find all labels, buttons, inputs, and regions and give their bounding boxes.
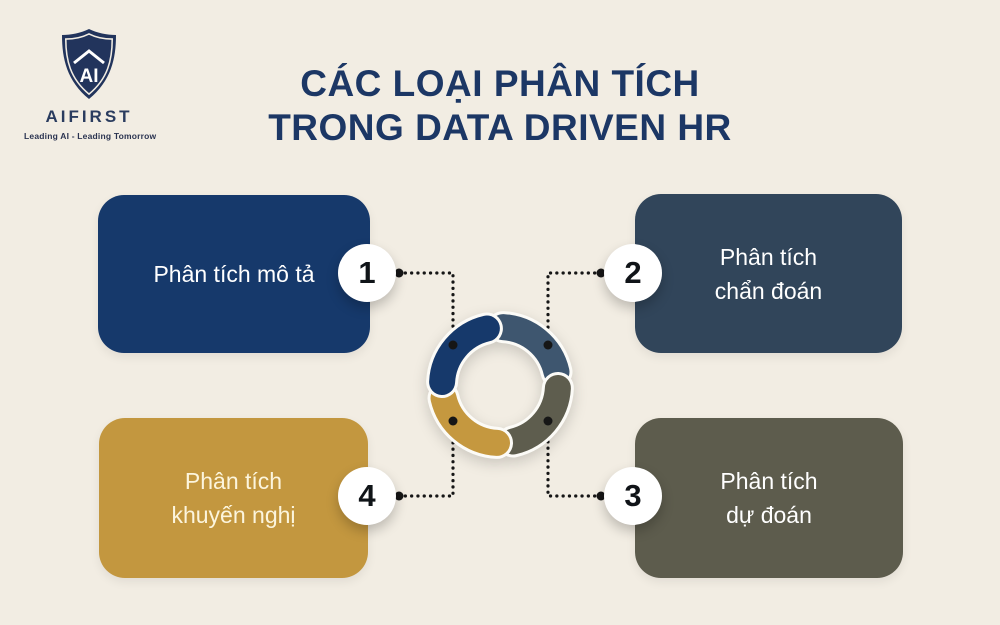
chevron-icon <box>73 49 105 65</box>
segment-anchor-dot-3 <box>543 416 553 426</box>
shield-icon: AI <box>62 29 116 99</box>
segment-anchor-dot-4 <box>448 416 458 426</box>
step-badge-4: 4 <box>338 467 396 525</box>
step-number: 2 <box>624 255 642 290</box>
card-label-line2: chẩn đoán <box>714 277 823 304</box>
donut-chart <box>426 311 574 459</box>
page-title-line2: TRONG DATA DRIVEN HR <box>268 107 732 148</box>
brand-tagline: Leading AI - Leading Tomorrow <box>24 131 157 141</box>
card-label-line1: Phân tích mô tả <box>153 261 315 287</box>
step-badge-2: 2 <box>604 244 662 302</box>
step-number: 4 <box>358 478 376 513</box>
donut-segment-4-outline <box>427 382 513 459</box>
card-prescriptive-analysis: Phân tích khuyến nghị <box>99 418 368 578</box>
donut-segment-4 <box>430 385 510 456</box>
shield-inner-outline <box>65 33 113 96</box>
shield-text: AI <box>80 66 99 87</box>
card-predictive-analysis: Phân tích dự đoán <box>635 418 903 578</box>
donut-segment-2-outline <box>487 311 573 388</box>
connector-4 <box>397 424 455 498</box>
step-number: 3 <box>624 478 642 513</box>
card-label-line2: khuyến nghị <box>171 502 296 528</box>
card-descriptive-analysis: Phân tích mô tả <box>98 195 370 353</box>
donut-segment-1 <box>429 315 500 395</box>
shield-logo-icon: AI <box>24 26 154 102</box>
shield-shape <box>62 29 116 99</box>
donut-segment-3-outline <box>497 372 574 458</box>
segment-anchor-dot-2 <box>543 340 553 350</box>
page-title: CÁC LOẠI PHÂN TÍCH TRONG DATA DRIVEN HR <box>0 62 1000 150</box>
card-label-line1: Phân tích <box>720 468 818 494</box>
brand-logo: AI AIFIRST Leading AI - Leading Tomorrow <box>24 26 157 141</box>
step-badge-1: 1 <box>338 244 396 302</box>
connector-3 <box>546 424 603 498</box>
card-label-line2: dự đoán <box>726 502 812 528</box>
brand-name: AIFIRST <box>45 107 133 126</box>
donut-segment-2 <box>490 314 570 385</box>
card-diagnostic-analysis: Phân tích chẩn đoán <box>635 194 902 353</box>
donut-segment-1-outline <box>426 312 503 398</box>
card-label-line1: Phân tích <box>184 468 283 494</box>
step-badge-3: 3 <box>604 467 662 525</box>
page-title-line1: CÁC LOẠI PHÂN TÍCH <box>300 63 700 104</box>
step-number: 1 <box>358 255 376 290</box>
connector-1 <box>397 271 455 343</box>
segment-anchor-dot-1 <box>448 340 458 350</box>
card-label-line1: Phân tích <box>719 243 818 270</box>
connector-2 <box>546 271 603 343</box>
donut-segment-3 <box>500 375 571 455</box>
